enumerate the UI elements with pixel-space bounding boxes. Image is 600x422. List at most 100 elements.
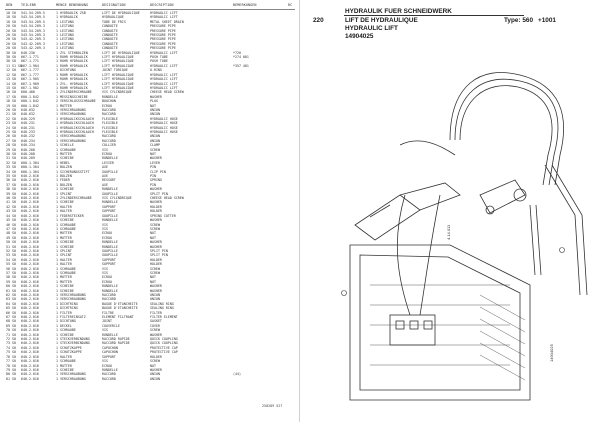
table-cell: VIS — [102, 270, 108, 275]
table-cell: LIFT HYDRAULIQUE — [102, 55, 134, 60]
table-cell: 1 SCHRAUBE — [56, 328, 76, 333]
table-cell: UNION — [150, 376, 160, 381]
table-cell: PUSH TUBE — [150, 59, 168, 64]
table-cell: 640.2.016 — [21, 187, 39, 192]
table-cell: RONDELLE — [102, 94, 118, 99]
table-cell: 667.1.777 — [21, 72, 39, 77]
table-cell: 27 S0 — [6, 138, 16, 143]
table-cell: 1 SPLINT — [56, 191, 72, 196]
table-cell: BAGUE D'ETANCHEITE — [102, 306, 138, 311]
table-cell: 640.2.016 — [21, 284, 39, 289]
table-cell: O-RING — [150, 68, 162, 73]
table-cell: 1 MUTTER — [56, 231, 72, 236]
table-cell: 1 SCHRAUBE — [56, 359, 76, 364]
title-english: HYDRAULIC LIFT — [345, 25, 398, 32]
table-cell: 37 S0 — [6, 182, 16, 187]
table-cell: 54 S0 — [6, 257, 16, 262]
table-cell: 74 S0 — [6, 345, 16, 350]
table-cell: 640.234 — [21, 143, 35, 148]
table-cell: 51 S0 — [6, 244, 16, 249]
table-cell: CONDUITE — [102, 37, 118, 42]
table-cell: PRESSURE PIPE — [150, 28, 176, 33]
table-cell: 1 VERSCHRAUBUNG — [56, 138, 86, 143]
table-cell: WASHER — [150, 156, 162, 161]
table-cell: SUPPORT — [102, 257, 116, 262]
table-cell: 18 S0 — [6, 99, 16, 104]
table-cell: UNION — [150, 134, 160, 139]
table-cell: RONDELLE — [102, 332, 118, 337]
table-cell: PRESSURE PIPE — [150, 46, 176, 51]
table-cell: WASHER — [150, 244, 162, 249]
table-cell: 20 S0 — [6, 46, 16, 51]
table-cell: 640.2.016 — [21, 332, 39, 337]
table-cell: HYDRAULIC LIFT — [150, 50, 178, 55]
table-cell: 35 S0 — [6, 174, 16, 179]
table-cell: 71 S0 — [6, 332, 16, 337]
table-cell: 640.2.016 — [21, 182, 39, 187]
table-cell: NUT — [150, 103, 156, 108]
table-cell: UNION — [150, 112, 160, 117]
table-cell: 30 S0 — [6, 59, 16, 64]
table-cell: 1 SCHRAUBE — [56, 266, 76, 271]
table-cell: 62 S0 — [6, 293, 16, 297]
table-cell: 1 ROHR HYDRAULIK — [56, 72, 88, 77]
table-cell: UNION — [150, 293, 160, 297]
parts-list-page: BEN TEILENR MENGE BENENNUNG DESIGNATION … — [5, 3, 298, 408]
table-cell: GOUPILLE — [102, 169, 118, 174]
table-cell: 667.1.902 — [21, 85, 39, 90]
title-german: HYDRAULIK FUER SCHNEIDWERK — [345, 8, 452, 15]
table-cell: 1 VERSCHRAUBUNG — [56, 112, 86, 117]
col-header-qty-name: MENGE BENENNUNG — [56, 3, 89, 7]
table-cell: 1 LEITUNG — [56, 37, 74, 42]
table-cell: 543.54.209.3 — [21, 28, 45, 33]
table-cell: 72 S0 — [6, 337, 16, 342]
table-cell: 70 S0 — [6, 328, 16, 333]
table-cell: 640.2.016 — [21, 376, 39, 381]
page-number: 220 — [313, 17, 324, 24]
table-cell: 12 S0 — [6, 72, 16, 77]
table-cell: 1 SCHEIBE — [56, 187, 74, 192]
table-cell: NUT — [150, 275, 156, 280]
table-cell: 11 S1 S0 — [6, 63, 22, 68]
table-cell: GASKET — [150, 319, 162, 324]
table-cell: 600.1.304 — [21, 169, 39, 174]
table-cell: 640.2.016 — [21, 235, 39, 240]
table-cell: 20 S0 — [6, 28, 16, 33]
table-cell: RACCORD — [102, 107, 116, 112]
table-cell: 1 MUTTER — [56, 279, 72, 284]
table-cell: 39 S0 — [6, 191, 16, 196]
table-cell: HOLDER — [150, 354, 162, 359]
table-cell: RACCORD — [102, 138, 116, 143]
table-cell: 22 S0 — [6, 116, 16, 121]
table-cell: VIS — [102, 226, 108, 231]
table-cell: 30 S0 — [6, 152, 16, 156]
table-cell: HYDRAULIC LIFT — [150, 85, 178, 90]
table-cell: 640.2.016 — [21, 191, 39, 196]
table-cell: 24 S0 — [6, 125, 16, 130]
table-cell: CONDUITE — [102, 41, 118, 46]
table-cell: 640.2.016 — [21, 213, 39, 218]
table-cell: SEALING RING — [150, 306, 174, 311]
table-cell: HYDRAULIC HOSE — [150, 121, 178, 126]
table-cell: 640.2.016 — [21, 253, 39, 258]
table-cell: NUT — [150, 279, 156, 284]
table-cell: CLIP PIN — [150, 169, 166, 174]
hydraulic-hose-upper — [449, 72, 564, 186]
table-cell: SCREW — [150, 270, 160, 275]
type-value: +1001 — [538, 17, 556, 24]
drawing-number-vertical: 14904025 — [549, 344, 554, 362]
table-cell: 1 SCHEIBE — [56, 218, 74, 223]
table-cell: RONDELLE — [102, 284, 118, 289]
